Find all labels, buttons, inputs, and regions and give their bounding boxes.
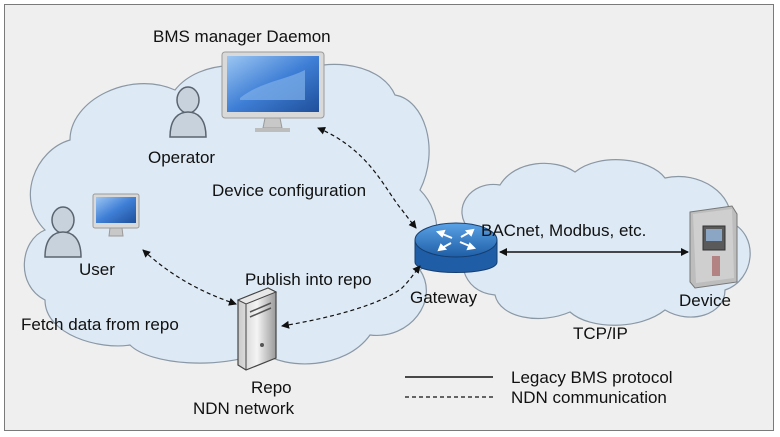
operator-icon [169, 86, 207, 138]
device-configuration-label: Device configuration [212, 181, 366, 200]
device-label: Device [679, 291, 731, 310]
legend-dashed-label: NDN communication [511, 388, 667, 407]
repo-server-icon [236, 287, 278, 371]
user-icon [44, 206, 82, 258]
gateway-label: Gateway [410, 288, 478, 307]
tcp-ip-label: TCP/IP [573, 324, 628, 343]
repo-label: Repo [251, 378, 292, 397]
publish-into-repo-label: Publish into repo [245, 270, 372, 289]
device-icon [689, 205, 738, 289]
ndn-network-label: NDN network [193, 399, 295, 418]
manager-title: BMS manager Daemon [153, 27, 331, 46]
legacy-protocols-label: BACnet, Modbus, etc. [481, 221, 646, 240]
link-manager-gateway [317, 127, 417, 229]
legend: Legacy BMS protocol NDN communication [405, 368, 673, 407]
link-repo-gateway [281, 265, 421, 329]
manager-monitor-icon [221, 51, 325, 132]
user-monitor-icon [92, 193, 140, 237]
gateway-router-icon [414, 222, 498, 273]
legend-solid-label: Legacy BMS protocol [511, 368, 673, 387]
tcp-ip-cloud [461, 159, 751, 326]
user-label: User [79, 260, 115, 279]
fetch-data-label: Fetch data from repo [21, 315, 179, 334]
operator-label: Operator [148, 148, 215, 167]
